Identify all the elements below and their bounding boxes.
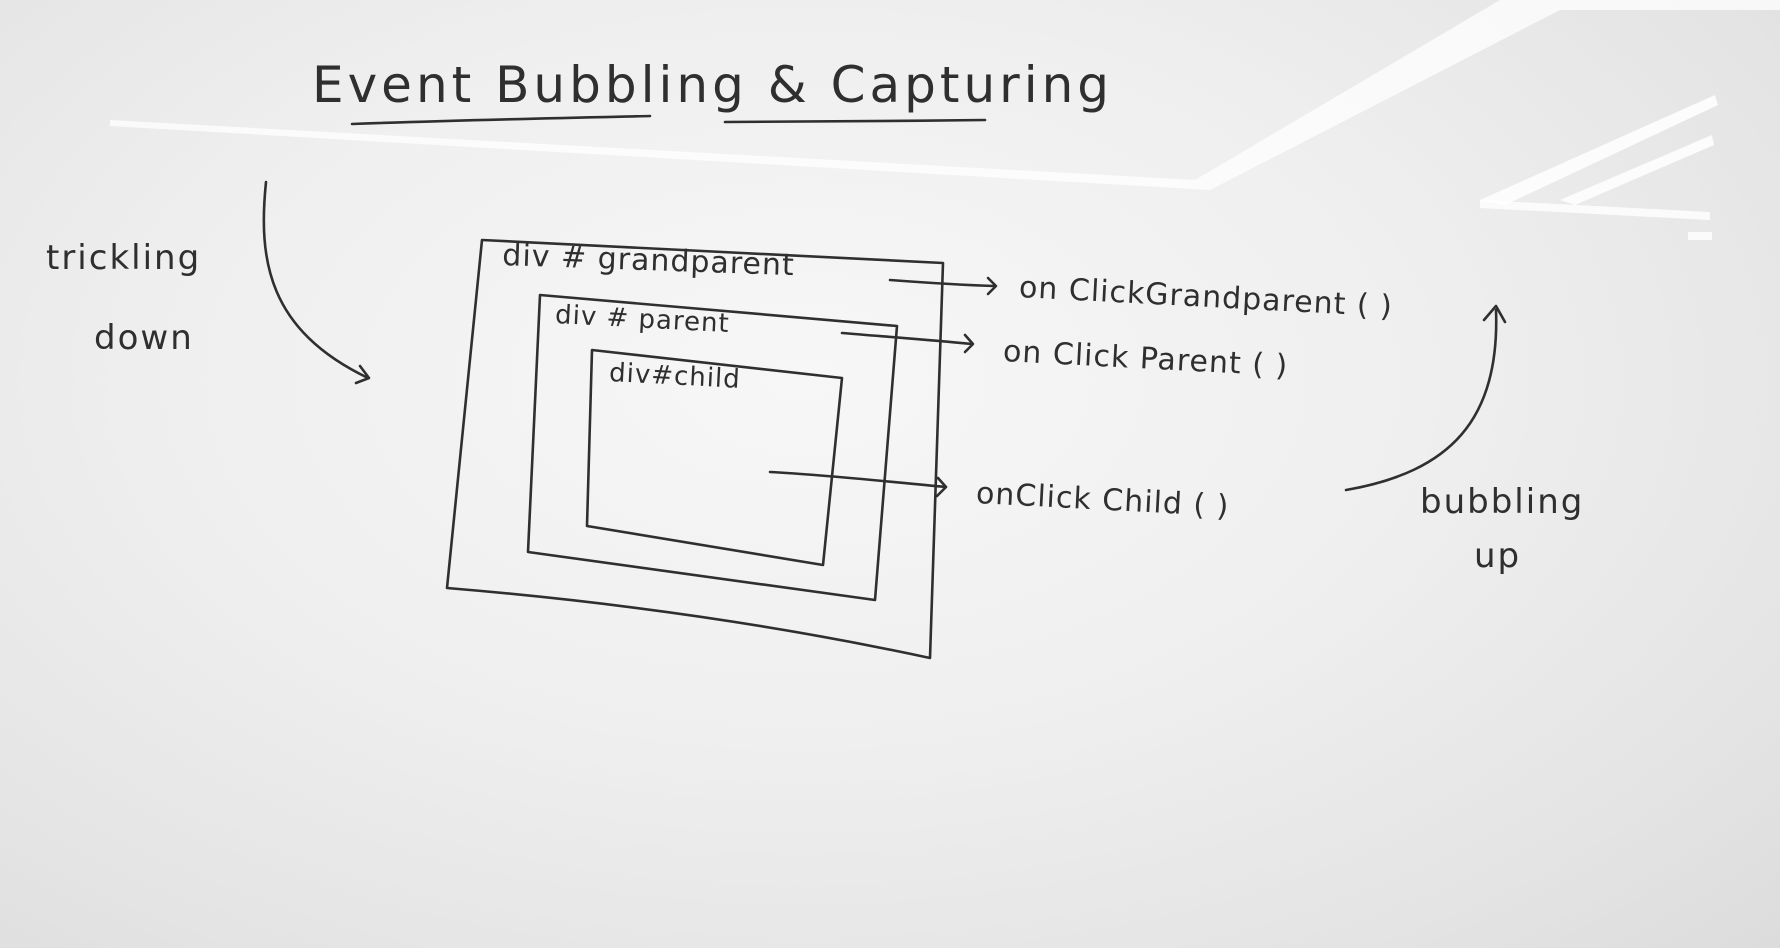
window-reflection-3 <box>1480 200 1710 220</box>
parent-arrow <box>840 331 974 346</box>
bubbling-up-arrow <box>1344 308 1498 492</box>
bubbling-label: bubbling <box>1420 482 1585 522</box>
down-label: down <box>94 318 194 358</box>
grandparent-arrow <box>888 278 996 288</box>
parent-arrow-head <box>963 333 975 354</box>
window-reflection-4 <box>1688 232 1712 240</box>
trickling-down-arrow-head <box>354 364 371 385</box>
trickling-down-arrow <box>262 180 370 380</box>
grandparent-arrow-head <box>986 276 998 296</box>
child-box <box>585 348 844 567</box>
diagram-title: Event Bubbling & Capturing <box>312 56 1114 114</box>
child-arrow <box>768 470 948 489</box>
parent-box <box>526 293 899 602</box>
grandparent-box <box>445 238 945 660</box>
window-reflection-1 <box>1480 95 1718 205</box>
child-arrow-head <box>935 476 948 498</box>
title-underline-2 <box>723 118 987 124</box>
window-reflection-2 <box>1560 135 1714 205</box>
trickling-label: trickling <box>46 238 202 278</box>
bubbling-up-arrow-head <box>1482 304 1507 324</box>
title-underline-1 <box>350 114 652 126</box>
up-label: up <box>1474 536 1522 576</box>
